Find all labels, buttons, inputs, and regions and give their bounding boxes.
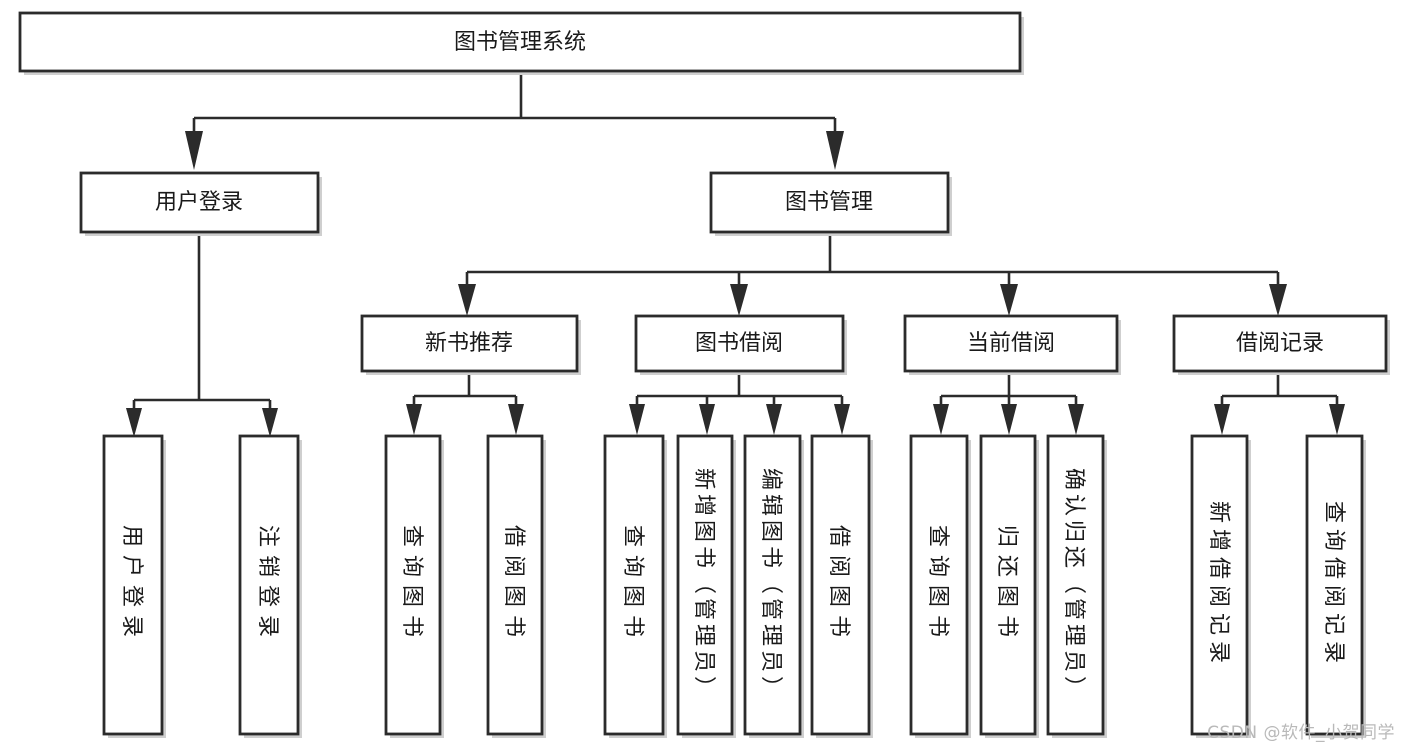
leaf-query-record[interactable]: 查询借阅记录 (1305, 434, 1366, 738)
csdn-watermark: CSDN @软件_小贺同学 (1207, 723, 1395, 743)
leaf-add-record[interactable]: 新增借阅记录 (1190, 434, 1251, 738)
node-book-borrow[interactable]: 图书借阅 (634, 314, 847, 375)
leaf-add-book-label: 新增图书（管理员） (691, 468, 716, 702)
arrow-to-book-management (826, 131, 844, 170)
arrow-to-leaf-return-book (1001, 404, 1017, 435)
node-new-book-recommend-label: 新书推荐 (425, 331, 513, 356)
arrow-to-leaf-query-book-3 (933, 404, 949, 435)
arrow-to-leaf-query-book-2 (629, 404, 645, 435)
arrow-to-new-book-recommend (458, 284, 476, 316)
arrow-to-user-login (185, 131, 203, 170)
node-root[interactable]: 图书管理系统 (18, 11, 1024, 75)
leaf-borrow-book-2-label: 借阅图书 (826, 525, 851, 645)
arrow-to-leaf-add-record (1214, 404, 1230, 435)
connectors (126, 73, 1345, 437)
leaf-query-book-2[interactable]: 查询图书 (603, 434, 667, 738)
arrow-to-leaf-query-record (1329, 404, 1345, 435)
connector-new-book-recommend-to-leaves (406, 374, 524, 435)
leaf-query-book-3-label: 查询图书 (925, 525, 950, 645)
node-new-book-recommend[interactable]: 新书推荐 (360, 314, 581, 375)
arrow-to-leaf-add-book (699, 404, 715, 435)
leaf-return-book[interactable]: 归还图书 (979, 434, 1039, 738)
leaf-add-book[interactable]: 新增图书（管理员） (676, 434, 736, 738)
leaf-edit-book[interactable]: 编辑图书（管理员） (743, 434, 804, 738)
arrow-to-current-borrow (1000, 284, 1018, 316)
leaf-query-record-label: 查询借阅记录 (1321, 501, 1346, 669)
connector-user-login-to-leaves (126, 232, 278, 437)
leaf-confirm-return[interactable]: 确认归还（管理员） (1046, 434, 1107, 738)
leaf-confirm-return-label: 确认归还（管理员） (1061, 468, 1086, 702)
arrow-to-leaf-borrow-book-1 (508, 404, 524, 435)
connector-current-borrow-to-leaves (933, 374, 1084, 435)
leaf-borrow-book-1[interactable]: 借阅图书 (486, 434, 546, 738)
node-book-management-label: 图书管理 (785, 190, 873, 215)
connector-book-management-to-level3 (458, 232, 1287, 316)
leaf-borrow-book-1-label: 借阅图书 (501, 525, 526, 645)
node-book-management[interactable]: 图书管理 (709, 171, 952, 236)
arrow-to-leaf-edit-book (766, 404, 782, 435)
arrow-to-leaf-confirm-return (1068, 404, 1084, 435)
leaf-query-book-1[interactable]: 查询图书 (384, 434, 444, 738)
node-book-borrow-label: 图书借阅 (695, 331, 783, 356)
leaf-user-login[interactable]: 用户登录 (102, 434, 166, 738)
connector-book-borrow-to-leaves (629, 374, 850, 435)
leaf-query-book-2-label: 查询图书 (620, 525, 645, 645)
leaf-return-book-label: 归还图书 (994, 525, 1019, 645)
leaf-borrow-book-2[interactable]: 借阅图书 (810, 434, 873, 738)
node-current-borrow[interactable]: 当前借阅 (903, 314, 1121, 375)
leaf-user-login-label: 用户登录 (119, 525, 144, 645)
connector-root-to-level2 (185, 73, 844, 170)
node-borrow-record-label: 借阅记录 (1236, 331, 1324, 356)
node-user-login-label: 用户登录 (155, 190, 243, 215)
arrow-to-borrow-record (1269, 284, 1287, 316)
node-borrow-record[interactable]: 借阅记录 (1172, 314, 1390, 375)
node-user-login[interactable]: 用户登录 (79, 171, 322, 236)
arrow-to-book-borrow (730, 284, 748, 316)
arrow-to-leaf-borrow-book-2 (834, 404, 850, 435)
leaf-user-logout-label: 注销登录 (255, 525, 280, 645)
arrow-to-leaf-user-logout (262, 408, 278, 437)
leaf-query-book-1-label: 查询图书 (399, 525, 424, 645)
arrow-to-leaf-query-book-1 (406, 404, 422, 435)
leaf-query-book-3[interactable]: 查询图书 (909, 434, 971, 738)
leaf-edit-book-label: 编辑图书（管理员） (758, 468, 783, 702)
leaf-add-record-label: 新增借阅记录 (1206, 501, 1231, 669)
node-current-borrow-label: 当前借阅 (967, 331, 1055, 356)
node-root-label: 图书管理系统 (454, 30, 586, 55)
connector-borrow-record-to-leaves (1214, 374, 1345, 435)
arrow-to-leaf-user-login (126, 408, 142, 437)
leaf-user-logout[interactable]: 注销登录 (238, 434, 302, 738)
